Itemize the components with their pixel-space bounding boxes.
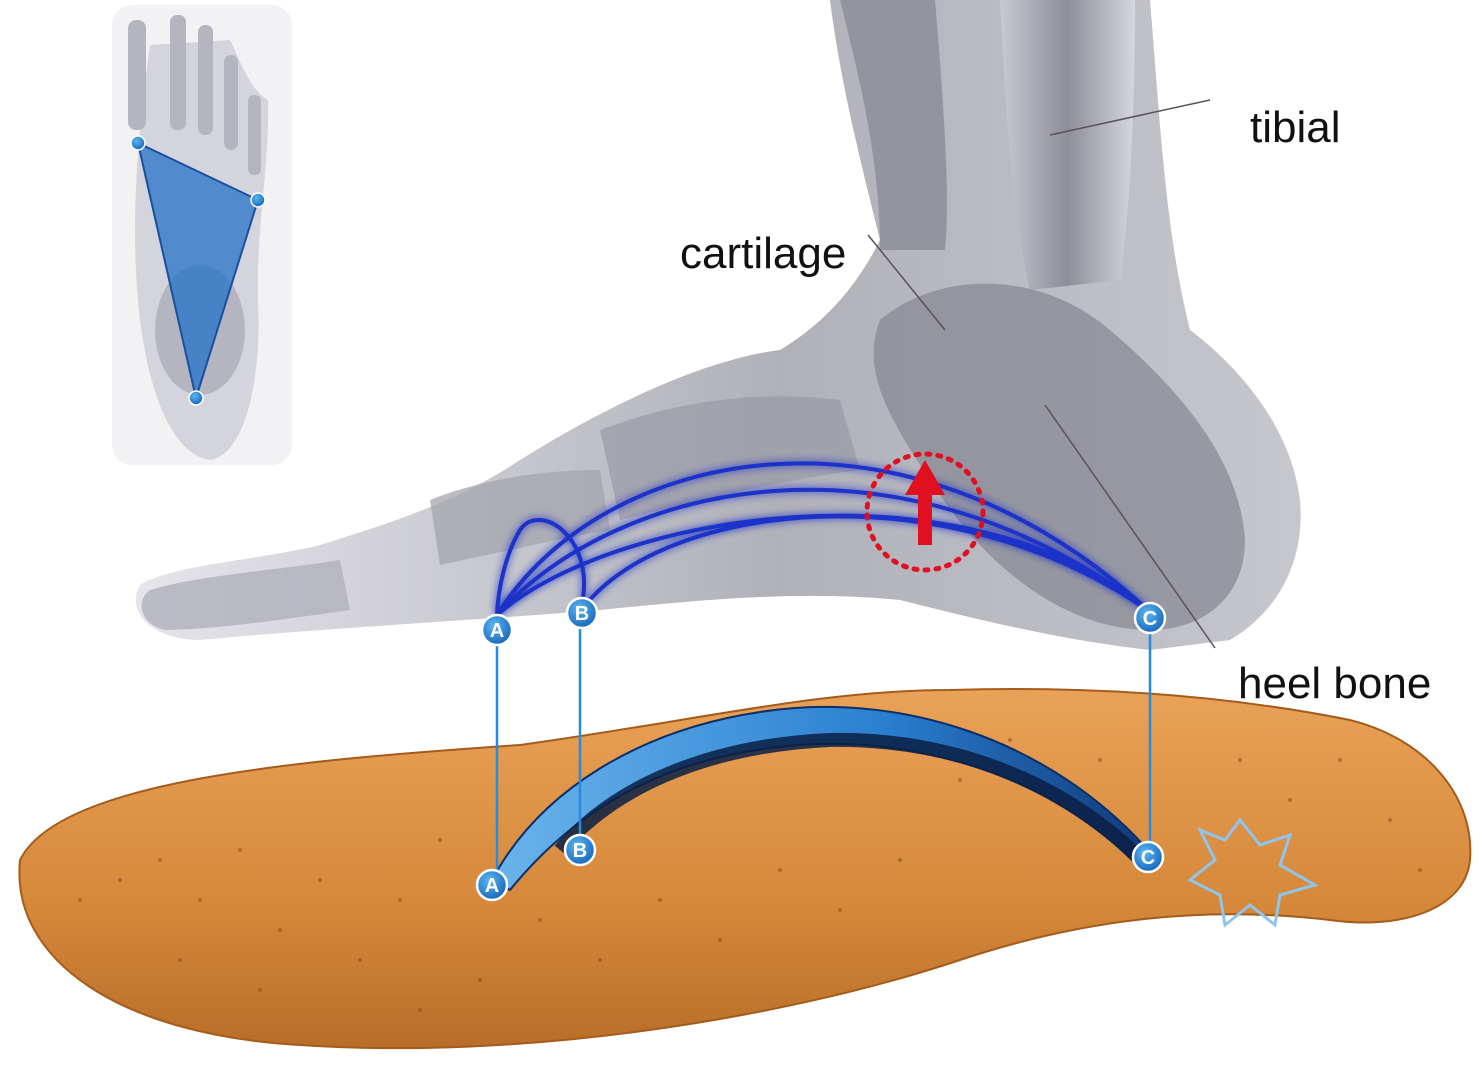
point-c-upper-label: C (1143, 608, 1157, 630)
point-b-upper: B (565, 596, 599, 630)
leather-mark-icon (1187, 817, 1319, 928)
label-cartilage: cartilage (680, 229, 847, 278)
insole-icon (18, 688, 1472, 1050)
connector-lines (495, 615, 1152, 885)
point-c-lower: C (1131, 840, 1165, 874)
point-a-upper: A (480, 613, 514, 647)
point-b-upper-label: B (575, 603, 589, 625)
lift-arrow-icon (864, 451, 986, 573)
point-a-upper-label: A (490, 620, 504, 642)
label-heel-bone: heel bone (1238, 659, 1432, 708)
point-b-lower: B (563, 833, 597, 867)
leader-lines (867, 99, 1216, 649)
foot-skeleton-inset-icon (112, 5, 292, 465)
label-tibial: tibial (1250, 103, 1341, 152)
point-b-lower-label: B (573, 840, 587, 862)
arch-curves (495, 461, 1152, 617)
foot-skeleton-icon (135, 0, 1301, 650)
point-c-lower-label: C (1141, 847, 1155, 869)
point-a-lower-label: A (485, 875, 499, 897)
point-a-lower: A (475, 868, 509, 902)
point-c-upper: C (1133, 601, 1167, 635)
